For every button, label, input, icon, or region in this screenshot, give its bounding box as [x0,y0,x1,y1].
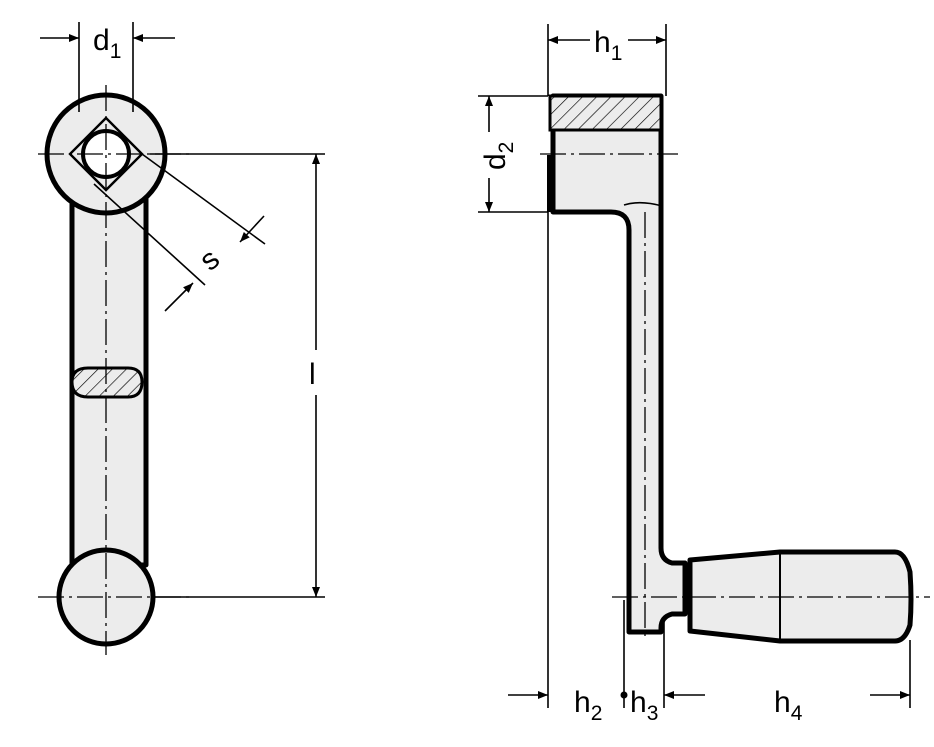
s-arrow-1 [239,215,265,243]
arm-section [70,366,144,399]
label-h1: h1 [594,26,622,65]
label-d2: d2 [479,142,518,170]
square-bore [68,116,144,192]
label-h2: h2 [574,686,602,725]
side-body [550,93,688,635]
label-h4: h4 [774,686,803,725]
neck-curve [623,201,663,207]
label-h3: h3 [630,686,658,725]
front-view [38,22,325,655]
label-d1: d1 [93,24,121,63]
hub-section [548,94,663,132]
side-view [478,24,930,708]
h3-dot [620,691,628,699]
s-ext-2 [93,183,206,286]
s-arrow-2 [164,282,194,312]
s-ext-1 [141,153,266,245]
hub-face [547,155,554,212]
label-s: s [193,242,226,277]
label-l: l [309,358,316,391]
